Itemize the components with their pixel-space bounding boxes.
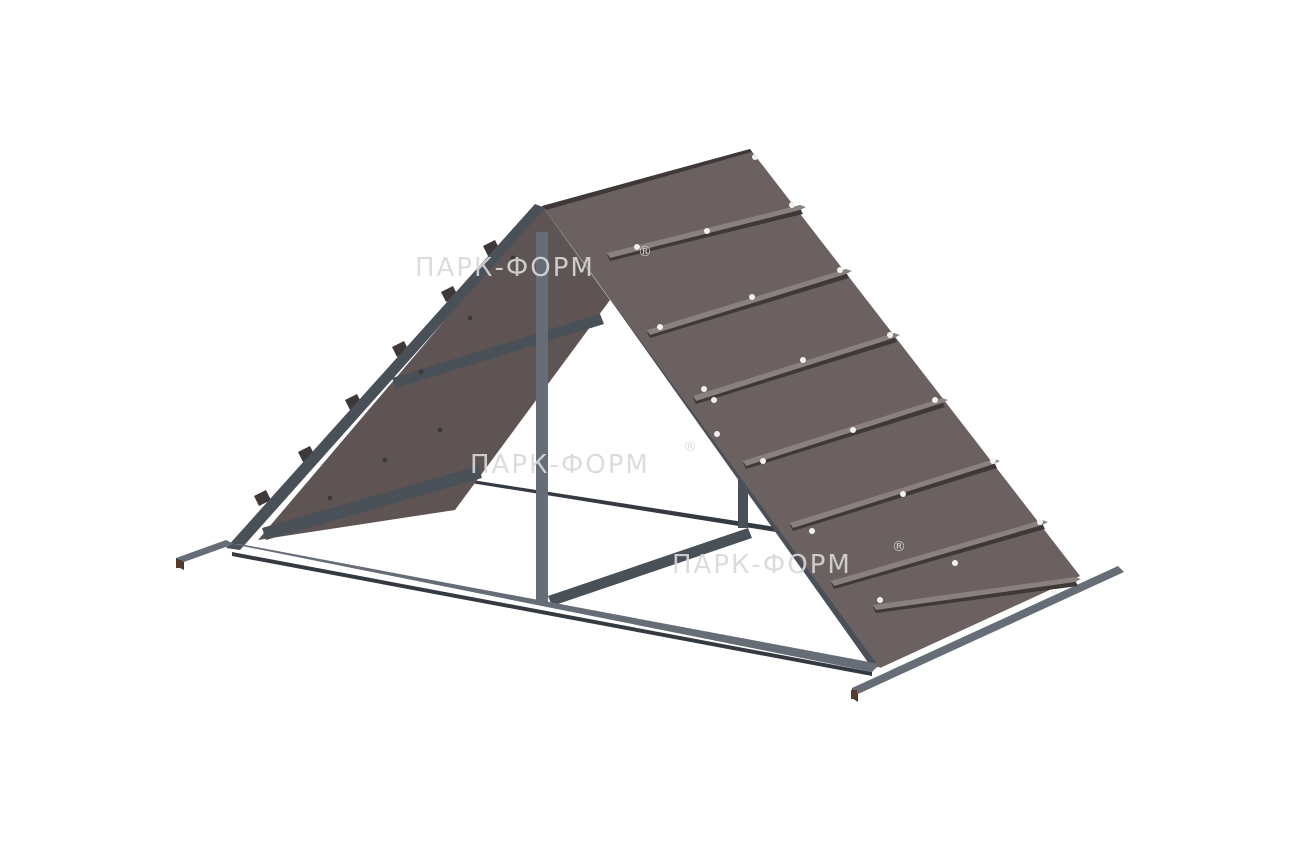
slat	[693, 333, 900, 404]
left-foot-rail	[176, 540, 234, 562]
slat	[647, 269, 852, 338]
left-rafter	[226, 204, 545, 550]
center-base-rail	[548, 528, 752, 606]
right-foot-rail	[852, 566, 1124, 694]
watermark-registered-mark: ®	[638, 244, 654, 260]
back-base-rail	[440, 476, 782, 532]
watermark-text: ПАРК-ФОРМ	[415, 253, 595, 283]
front-base-rail-shade	[232, 552, 872, 676]
left-foot-end	[176, 560, 182, 568]
watermark-logo: ПАРК-ФОРМ ®	[415, 244, 654, 283]
slat	[831, 520, 1048, 589]
slat	[873, 577, 1081, 613]
rear-brace-upper	[392, 314, 604, 388]
slat	[743, 398, 948, 469]
watermark-logo: ПАРК-ФОРМ ®	[470, 439, 699, 480]
watermark-text: ПАРК-ФОРМ	[470, 450, 650, 480]
front-panel-face	[542, 149, 1080, 668]
front-panel	[542, 149, 1081, 668]
right-foot-end	[851, 690, 857, 699]
watermark-registered-mark: ®	[683, 439, 699, 455]
rear-brace-lower	[262, 466, 482, 540]
watermark-registered-mark: ®	[892, 539, 908, 555]
rear-bolts	[327, 255, 516, 501]
watermarks: ПАРК-ФОРМ ® ПАРК-ФОРМ ® ПАРК-ФОРМ ®	[415, 244, 908, 580]
slat	[790, 459, 1000, 531]
front-panel-top-edge	[542, 149, 752, 210]
front-base-rail	[232, 544, 880, 672]
watermark-text: ПАРК-ФОРМ	[672, 550, 852, 580]
watermark-logo: ПАРК-ФОРМ ®	[672, 539, 908, 580]
rear-panel	[254, 206, 610, 540]
center-post	[536, 232, 548, 604]
front-bolts	[634, 154, 1057, 603]
